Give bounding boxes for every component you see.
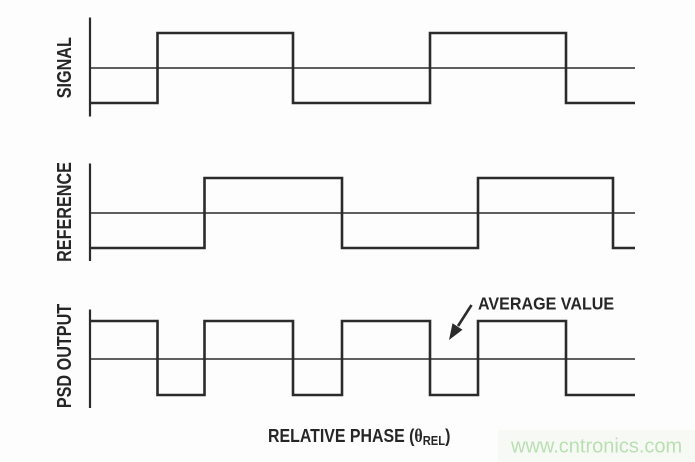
svg-text:SIGNAL: SIGNAL — [53, 37, 75, 98]
svg-text:RELATIVE PHASE (θREL): RELATIVE PHASE (θREL) — [268, 425, 450, 448]
svg-text:AVERAGE VALUE: AVERAGE VALUE — [478, 294, 614, 314]
svg-text:REFERENCE: REFERENCE — [53, 162, 75, 262]
svg-text:www.cntronics.com: www.cntronics.com — [510, 436, 682, 458]
svg-text:PSD OUTPUT: PSD OUTPUT — [53, 304, 75, 408]
